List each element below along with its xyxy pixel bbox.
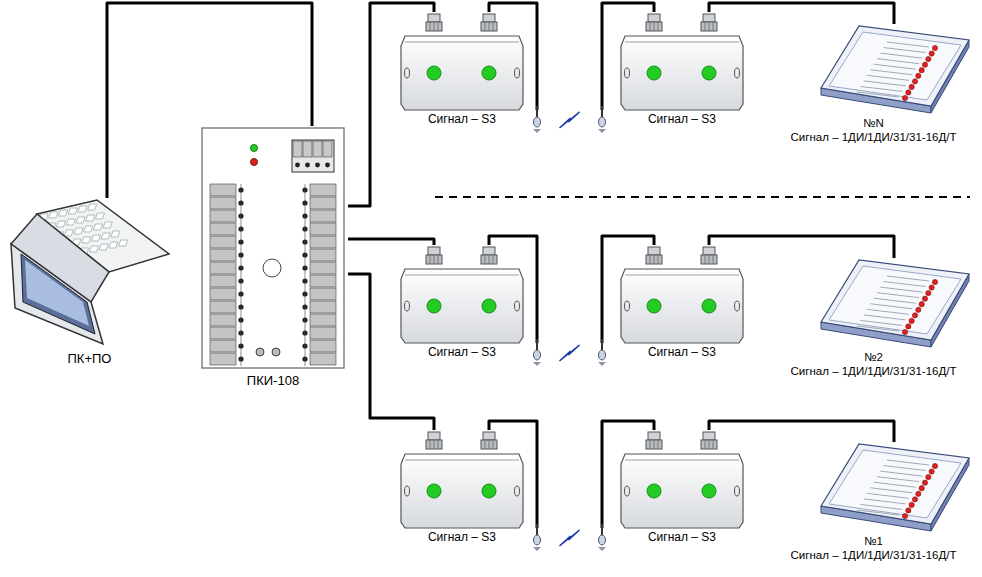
panel-number: №1 (769, 534, 978, 548)
antenna (598, 524, 606, 551)
indicator-panel (771, 258, 976, 350)
separator-dashes (435, 196, 970, 198)
antenna (533, 339, 541, 366)
radio-link-symbol (560, 345, 580, 361)
s3-node: Сигнал – S3 (395, 12, 529, 126)
radio-module (617, 430, 747, 530)
s3-node: Сигнал – S3 (615, 12, 749, 126)
device-label: Сигнал – S3 (395, 530, 529, 544)
device-label: ПК+ПО (5, 352, 174, 366)
radio-module (617, 245, 747, 345)
laptop-icon (7, 198, 172, 348)
panel-number: №N (769, 116, 978, 130)
radio-link-symbol (560, 530, 580, 546)
device-label: ПКИ-108 (198, 374, 348, 388)
cable-connector (709, 3, 894, 24)
panel-node: №2Сигнал – 1ДИ/1ДИ/31/31-16Д/Т (769, 258, 978, 378)
radio-module (397, 245, 527, 345)
antenna (598, 339, 606, 366)
control-panel (200, 126, 346, 370)
device-label: Сигнал – 1ДИ/1ДИ/31/31-16Д/Т (769, 548, 978, 562)
antenna (598, 106, 606, 133)
device-label: Сигнал – S3 (615, 112, 749, 126)
device-label: Сигнал – S3 (615, 530, 749, 544)
radio-module (397, 430, 527, 530)
s3-node: Сигнал – S3 (615, 245, 749, 359)
device-label: Сигнал – S3 (395, 112, 529, 126)
antenna (533, 524, 541, 551)
s3-node: Сигнал – S3 (395, 430, 529, 544)
radio-module (397, 12, 527, 112)
s3-node: Сигнал – S3 (395, 245, 529, 359)
indicator-panel (771, 442, 976, 534)
device-label: Сигнал – 1ДИ/1ДИ/31/31-16Д/Т (769, 364, 978, 378)
panel-number: №2 (769, 350, 978, 364)
indicator-panel (771, 24, 976, 116)
device-label: Сигнал – S3 (395, 345, 529, 359)
panel-node: №NСигнал – 1ДИ/1ДИ/31/31-16Д/Т (769, 24, 978, 144)
cable-connector (709, 236, 894, 258)
device-label: Сигнал – 1ДИ/1ДИ/31/31-16Д/Т (769, 130, 978, 144)
s3-node: Сигнал – S3 (615, 430, 749, 544)
antenna (533, 106, 541, 133)
pki-node: ПКИ-108 (198, 126, 348, 388)
cable-connector (709, 421, 894, 442)
device-label: Сигнал – S3 (615, 345, 749, 359)
radio-module (617, 12, 747, 112)
panel-node: №1Сигнал – 1ДИ/1ДИ/31/31-16Д/Т (769, 442, 978, 562)
laptop-node: ПК+ПО (5, 198, 174, 366)
radio-link-symbol (560, 112, 580, 128)
cable-connector (348, 239, 434, 245)
